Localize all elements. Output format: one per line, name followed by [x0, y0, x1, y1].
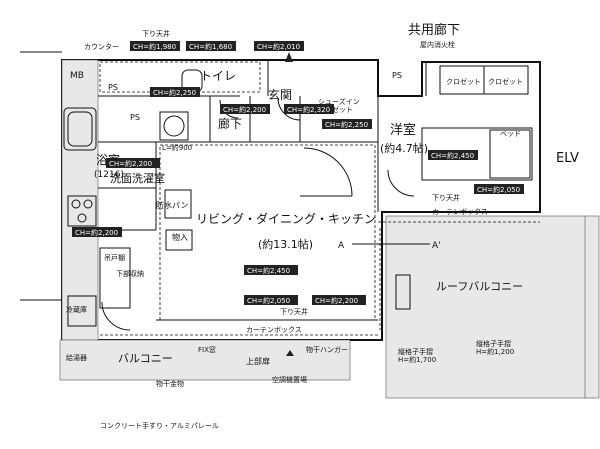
fix-window-label: FIX窓: [198, 345, 216, 354]
storage-box: [165, 229, 193, 251]
elv-label: ELV: [556, 151, 579, 166]
ps-label-3: PS: [130, 113, 140, 122]
toilet-label: トイレ: [200, 69, 236, 83]
entrance-label: 玄関: [268, 87, 292, 102]
ceiling-lines: [99, 61, 540, 336]
washroom-label: 洗面洗濯室: [110, 171, 165, 185]
section-a2-label: A': [432, 241, 441, 251]
ch-2250-shoe: CH=約2,250: [325, 120, 368, 129]
ceiling-down-label-3: 下り天井: [280, 307, 308, 316]
ch-2450-ldk: CH=約2,450: [247, 266, 290, 275]
ch-2050-ldk: CH=約2,050: [247, 296, 290, 305]
bathtub: [63, 107, 97, 151]
concrete-rail-label: コンクリート手すり・アルミパレール: [100, 421, 219, 430]
ch-1980: CH=約1,980: [133, 42, 176, 51]
ps-label-2: PS: [392, 71, 402, 80]
wall-cabinet-label: 吊戸棚: [104, 253, 125, 262]
shared-corridor-label: 共用廊下: [408, 22, 460, 38]
bathroom-label: 浴室: [96, 152, 120, 167]
waterproof-pan-label: 防水パン: [156, 200, 188, 210]
kitchen-counter: [99, 247, 131, 309]
upper-door-label: 上部扉: [246, 356, 270, 366]
outdoor-hanger-label: 物干金物: [156, 379, 184, 388]
l-size-label: L=約900: [162, 143, 192, 152]
curtain-box-label-2: カーテンボックス: [432, 208, 488, 216]
counter-label: カウンター: [84, 42, 119, 51]
mb-label: MB: [70, 71, 84, 81]
ac-label: 空調機置場: [272, 375, 307, 384]
section-a-label: A: [338, 241, 345, 251]
bath-size-label: (1216): [94, 170, 124, 180]
ch-2450-western: CH=約2,450: [431, 151, 474, 160]
ldk-size-label: (約13.1帖): [258, 237, 313, 251]
western-room-label: 洋室: [390, 122, 416, 138]
ch-2200-kitchen: CH=約2,200: [75, 228, 118, 237]
bed-label: ベッド: [500, 130, 521, 138]
western-size-label: (約4.7帖): [380, 141, 428, 155]
hanger-label: 物干ハンガー: [306, 345, 348, 354]
ch-2200-ldk: CH=約2,200: [315, 296, 358, 305]
west-wall-band: [61, 59, 99, 341]
ceiling-down-label: 下り天井: [142, 29, 170, 38]
arrow-markers: [285, 52, 430, 356]
washer-pan: [159, 111, 189, 141]
ch-1680: CH=約1,680: [189, 42, 232, 51]
waterproof-pan-box: [164, 189, 192, 219]
ps-label-1: PS: [108, 83, 118, 92]
ch-2320: CH=約2,320: [287, 105, 330, 114]
hallway-label: 廊下: [218, 116, 242, 131]
ceiling-height-tags: [72, 41, 524, 305]
ceiling-down-label-2: 下り天井: [432, 193, 460, 202]
gas-label: 給湯器: [66, 353, 87, 362]
ldk-label: リビング・ダイニング・キッチン: [196, 211, 376, 226]
bed-frame: [421, 127, 533, 181]
ch-2250-toilet: CH=約2,250: [153, 88, 196, 97]
ch-2200-bath: CH=約2,200: [109, 159, 152, 168]
balcony-label: バルコニー: [118, 352, 173, 365]
fixtures: [63, 65, 533, 327]
closet-b-label: クロゼット: [488, 77, 523, 86]
storage-label: 物入: [172, 232, 188, 242]
roof-balcony-area: [385, 215, 587, 399]
shoe-closet-label: シューズインクロゼット: [318, 97, 360, 114]
kitchen-storage-label: 下部収納: [116, 269, 144, 278]
refrigerator-label: 冷蔵庫: [66, 305, 87, 314]
roof-balcony-label: ルーフバルコニー: [436, 280, 523, 293]
ch-2050: CH=約2,050: [477, 185, 520, 194]
roof-balcony-parapet: [584, 215, 600, 399]
ch-2200-hall: CH=約2,200: [223, 105, 266, 114]
curtain-box-label: カーテンボックス: [246, 326, 302, 334]
fire-hydrant-label: 屋内消火栓: [420, 40, 455, 49]
stove: [67, 195, 97, 227]
ac-unit: [395, 274, 411, 310]
closet-a-label: クロゼット: [446, 77, 481, 86]
doors: [101, 97, 415, 331]
outer-walls: [20, 51, 600, 399]
fridge-space: [67, 295, 97, 327]
ch-2010: CH=約2,010: [257, 42, 300, 51]
balcony-slab: [59, 339, 351, 381]
